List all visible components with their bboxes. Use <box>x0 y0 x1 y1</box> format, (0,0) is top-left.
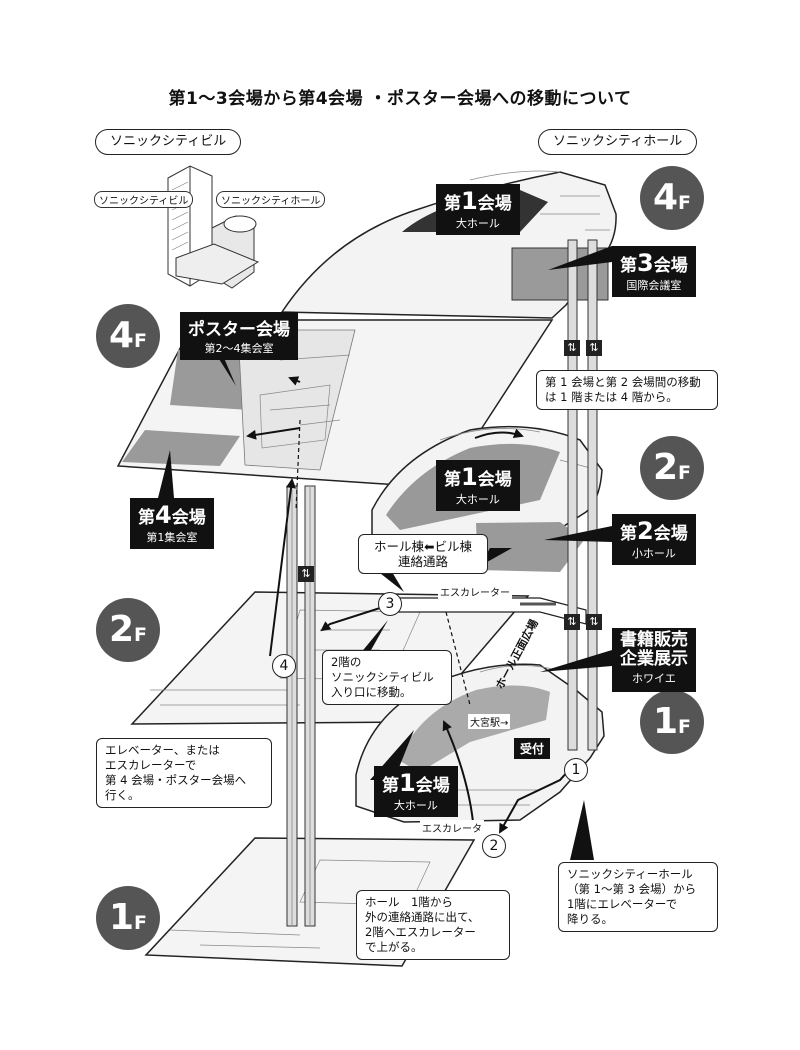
floor-1f-building: 1F <box>96 886 160 950</box>
note-step3: 2階の ソニックシティビル 入り口に移動。 <box>322 650 452 705</box>
note-step2: ホール 1階から 外の連絡通路に出て、 2階へエスカレーター で上がる。 <box>356 890 510 960</box>
building-elevator-shafts <box>286 485 316 927</box>
escalator-label-2f: エスカレーター <box>438 584 512 599</box>
venue-hall-4f-room3: 第3会場 国際会議室 <box>612 246 696 297</box>
elevator-icon: ⇅ <box>298 566 314 582</box>
venue-hall-2f-main: 第1会場 大ホール <box>436 460 520 511</box>
mini-label-building: ソニックシティビル <box>94 191 194 208</box>
elevator-icon: ⇅ <box>586 340 602 356</box>
reception-label: 受付 <box>514 738 551 759</box>
step-marker-1: 1 <box>564 758 588 782</box>
elevator-icon: ⇅ <box>564 340 580 356</box>
elevator-icon: ⇅ <box>586 614 602 630</box>
note-connector: ホール棟⬅ビル棟 連絡通路 <box>358 534 488 574</box>
note-step1: ソニックシティーホール （第 1〜第 3 会場）から 1階にエレベーターで 降り… <box>558 862 718 932</box>
escalator-lines <box>295 419 471 706</box>
note-step4: エレベーター、または エスカレーターで 第 4 会場・ポスター会場へ 行く。 <box>96 738 272 808</box>
venue-hall-1f-foyer: 書籍販売 企業展示 ホワイエ <box>612 628 696 692</box>
building-label-left: ソニックシティビル <box>95 129 242 155</box>
step-marker-3: 3 <box>378 592 402 616</box>
building-label-right: ソニックシティホール <box>538 129 698 155</box>
escalator-label-1f: エスカレータ <box>420 820 484 835</box>
venue-poster: ポスター会場 第2〜4集会室 <box>180 312 298 360</box>
venue-hall-1f-main: 第1会場 大ホール <box>374 766 458 817</box>
floor-1f-hall: 1F <box>640 690 704 754</box>
floor-4f-building: 4F <box>96 304 160 368</box>
floor-2f-building: 2F <box>96 598 160 662</box>
venue-hall-4f-main: 第1会場 大ホール <box>436 184 520 235</box>
floor-4f-hall: 4F <box>640 166 704 230</box>
floor-2f-hall: 2F <box>640 436 704 500</box>
elevator-icon: ⇅ <box>564 614 580 630</box>
note-between-halls: 第 1 会場と第 2 会場間の移動は 1 階または 4 階から。 <box>536 370 718 410</box>
venue-hall-2f-room2: 第2会場 小ホール <box>612 514 696 565</box>
omiya-station-label: 大宮駅→ <box>468 714 511 729</box>
building-illustration <box>167 165 260 289</box>
step-marker-4: 4 <box>272 654 296 678</box>
page-title: 第1〜3会場から第4会場 ・ポスター会場への移動について <box>168 89 632 109</box>
venue-building-4f-room4: 第4会場 第1集会室 <box>130 498 214 549</box>
hall-elevator-shafts <box>567 239 598 751</box>
mini-label-hall: ソニックシティホール <box>216 191 326 208</box>
step-marker-2: 2 <box>482 834 506 858</box>
